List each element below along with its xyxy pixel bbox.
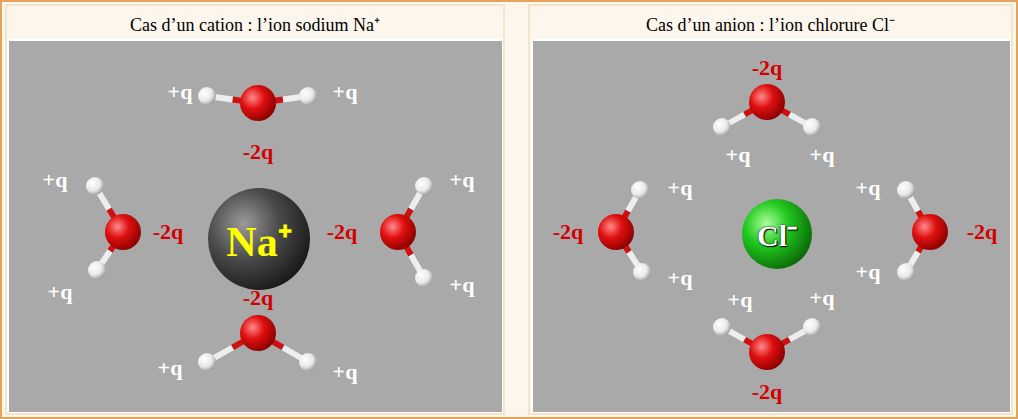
ion-sphere: Na⁺ [207,187,311,291]
hydrogen-atom [803,118,821,136]
hydrogen-atom [86,177,104,195]
charge-label: -2q [327,221,358,243]
hydrogen-atom [631,181,649,199]
oxygen-atom [240,85,276,121]
charge-label: +q [856,261,881,283]
oxygen-atom [749,334,785,370]
hydrogen-atom [897,263,915,281]
ion-symbol: Na⁺ [207,187,311,291]
water-molecule [198,315,317,371]
charge-label: -2q [752,381,783,403]
charge-label: +q [450,274,475,296]
charge-label: +q [168,81,193,103]
grey-ground [8,40,503,413]
charge-label: -2q [752,57,783,79]
water-molecule [86,177,141,279]
water-molecule [897,181,948,281]
hydrogen-atom [88,261,106,279]
charge-label: -2q [153,221,184,243]
charge-label: +q [668,177,693,199]
hydrogen-atom [803,318,821,336]
grey-ground [532,40,1011,413]
water-molecule [198,85,317,121]
charge-label: +q [728,289,753,311]
oxygen-atom [380,214,416,250]
hydrogen-atom [713,118,731,136]
hydrogen-atom [198,87,216,105]
water-molecule [713,318,821,370]
panel-title: Cas d’un anion : l’ion chlorure Cl⁻ [530,6,1011,36]
hydrogen-atom [299,353,317,371]
charge-label: +q [726,144,751,166]
hydrogen-atom [713,318,731,336]
hydrogen-atom [897,181,915,199]
charge-label: -2q [553,221,584,243]
charge-label: +q [856,177,881,199]
panel-title: Cas d’un cation : l’ion sodium Na⁺ [7,6,503,36]
charge-label: +q [450,169,475,191]
oxygen-atom [240,315,276,351]
water-molecule [380,177,433,287]
ion-sphere: Cl⁻ [741,198,813,270]
oxygen-atom [105,214,141,250]
water-molecule [598,181,651,281]
charge-label: +q [668,267,693,289]
hydrogen-atom [198,353,216,371]
ion-symbol: Cl⁻ [741,198,813,270]
hydrogen-atom [299,87,317,105]
charge-label: +q [810,144,835,166]
charge-label: -2q [243,141,274,163]
charge-label: +q [333,81,358,103]
oxygen-atom [912,214,948,250]
oxygen-atom [749,84,785,120]
panel: Cas d’un cation : l’ion sodium Na⁺ Na⁺ [5,4,505,415]
charge-label: +q [43,169,68,191]
charge-label: +q [810,287,835,309]
charge-label: -2q [243,287,274,309]
charge-label: +q [48,281,73,303]
charge-label: +q [333,361,358,383]
hydrogen-atom [415,269,433,287]
charge-label: +q [158,357,183,379]
charge-label: -2q [967,221,998,243]
hydrogen-atom [415,177,433,195]
water-molecule [713,84,821,136]
hydrogen-atom [633,263,651,281]
oxygen-atom [598,214,634,250]
